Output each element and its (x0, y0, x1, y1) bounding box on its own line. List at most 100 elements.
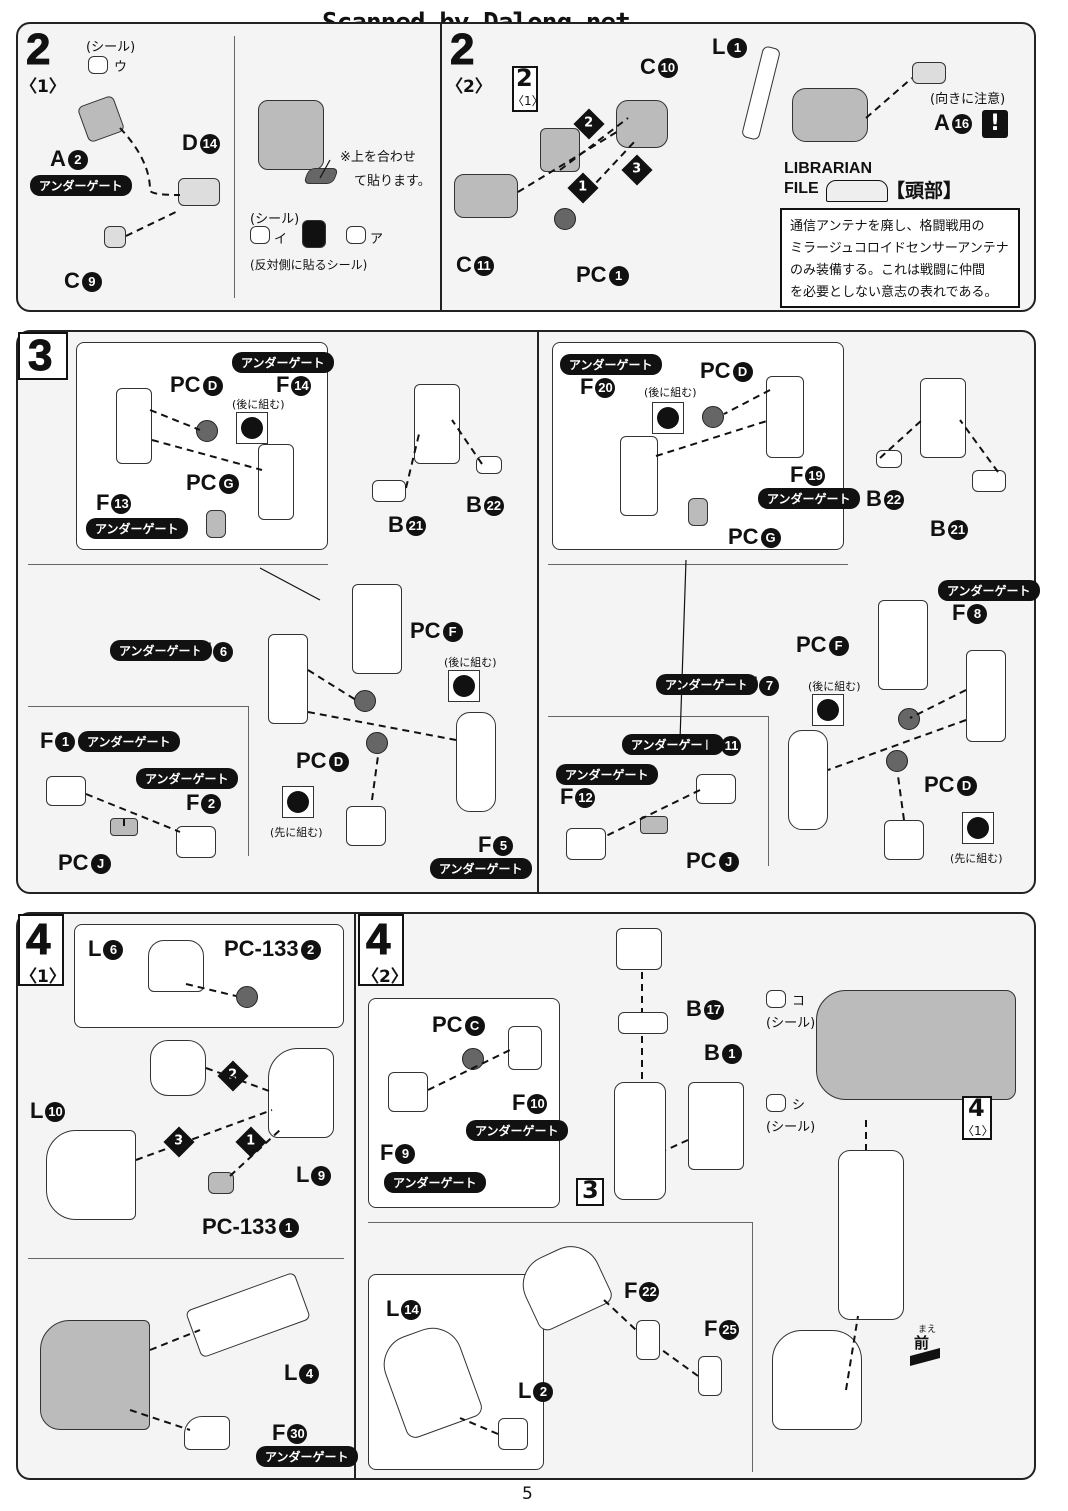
librarian-title-1: LIBRARIAN (784, 160, 872, 177)
sticker-label: (シール) (766, 1016, 816, 1031)
hip-joint (616, 928, 662, 970)
librarian-title-2: FILE (784, 180, 819, 197)
undergate-badge: アンダーゲート (758, 488, 860, 509)
thigh-block (920, 378, 966, 458)
sticker-ko-icon (766, 990, 786, 1008)
hand-complete (772, 1330, 862, 1430)
part-pcd (886, 750, 908, 772)
order-3: 3 (621, 154, 653, 186)
librarian-section: 【頭部】 (886, 180, 963, 202)
ref-step-box (576, 1178, 604, 1206)
order-2: 2 (573, 108, 605, 140)
head-assembly (258, 100, 324, 170)
part-f25 (698, 1356, 722, 1396)
part-f2 (176, 826, 216, 858)
part-pcg (688, 498, 708, 526)
substep-label: 〈1〉 (20, 77, 66, 97)
part-pc133-1 (208, 1172, 234, 1194)
later-indicator-icon (448, 670, 480, 702)
later-indicator-icon (652, 402, 684, 434)
part-pc1 (554, 208, 576, 230)
part-f12 (566, 828, 606, 860)
part-f8-frame (966, 650, 1006, 742)
step4-divider (354, 914, 356, 1478)
shoulder-core (150, 1040, 206, 1096)
part-f22 (636, 1320, 660, 1360)
part-l2 (498, 1418, 528, 1450)
part-f6-frame (268, 634, 308, 724)
divider-line (768, 716, 769, 866)
divider-line (548, 564, 848, 565)
part-f20-frame (620, 436, 658, 516)
undergate-badge: アンダーゲート (30, 175, 132, 196)
librarian-line: を必要としない意志の表れである。 (790, 285, 998, 300)
step4-2-number-box (358, 914, 404, 986)
part-pcf (898, 708, 920, 730)
first-indicator-icon (282, 786, 314, 818)
undergate-badge: アンダーゲート (560, 354, 662, 375)
ref-step-number: 3 (582, 1176, 599, 1204)
head-complete (792, 88, 868, 142)
sticker-a-label: ア (370, 232, 384, 247)
note-opposite: (反対側に貼るシール) (250, 258, 368, 272)
undergate-badge: アンダーゲート (656, 674, 758, 695)
head-assembly-small (540, 128, 580, 172)
head-part-c10 (616, 100, 668, 148)
part-f10 (508, 1026, 542, 1070)
sticker-u-icon (88, 56, 108, 74)
sticker-i-label: イ (274, 232, 288, 247)
undergate-badge: アンダーゲート (430, 858, 532, 879)
step-number: 2 (449, 25, 475, 74)
step2-1-divider (234, 36, 235, 298)
divider-line (368, 1222, 752, 1223)
first-indicator-icon (962, 812, 994, 844)
part-f14-frame (258, 444, 294, 520)
part-pcd (366, 732, 388, 754)
part-a16 (912, 62, 946, 84)
step-number: 4 (365, 915, 391, 964)
note-later: (後に組む) (444, 656, 497, 669)
step2-divider (440, 24, 442, 310)
arm-assembly (816, 990, 1016, 1100)
substep-label: 〈2〉 (362, 967, 408, 987)
later-indicator-icon (236, 412, 268, 444)
sticker-label: (シール) (766, 1120, 816, 1135)
leg-assembly-large (838, 1150, 904, 1320)
note-direction: (向きに注意) (930, 92, 1006, 107)
sticker-label-2: (シール) (250, 212, 300, 227)
order-1: 1 (235, 1126, 267, 1158)
sticker-a-icon (346, 226, 366, 244)
part-f19-frame (766, 376, 804, 458)
sticker-label: (シール) (86, 40, 136, 55)
part-pcj (640, 816, 668, 834)
part-f5 (456, 712, 496, 812)
part-f30 (184, 1416, 230, 1450)
divider-line (548, 716, 768, 717)
part-f13-frame (116, 388, 152, 464)
part-d14 (178, 178, 220, 206)
library-emblem-icon (826, 180, 888, 202)
part-pcd (196, 420, 218, 442)
